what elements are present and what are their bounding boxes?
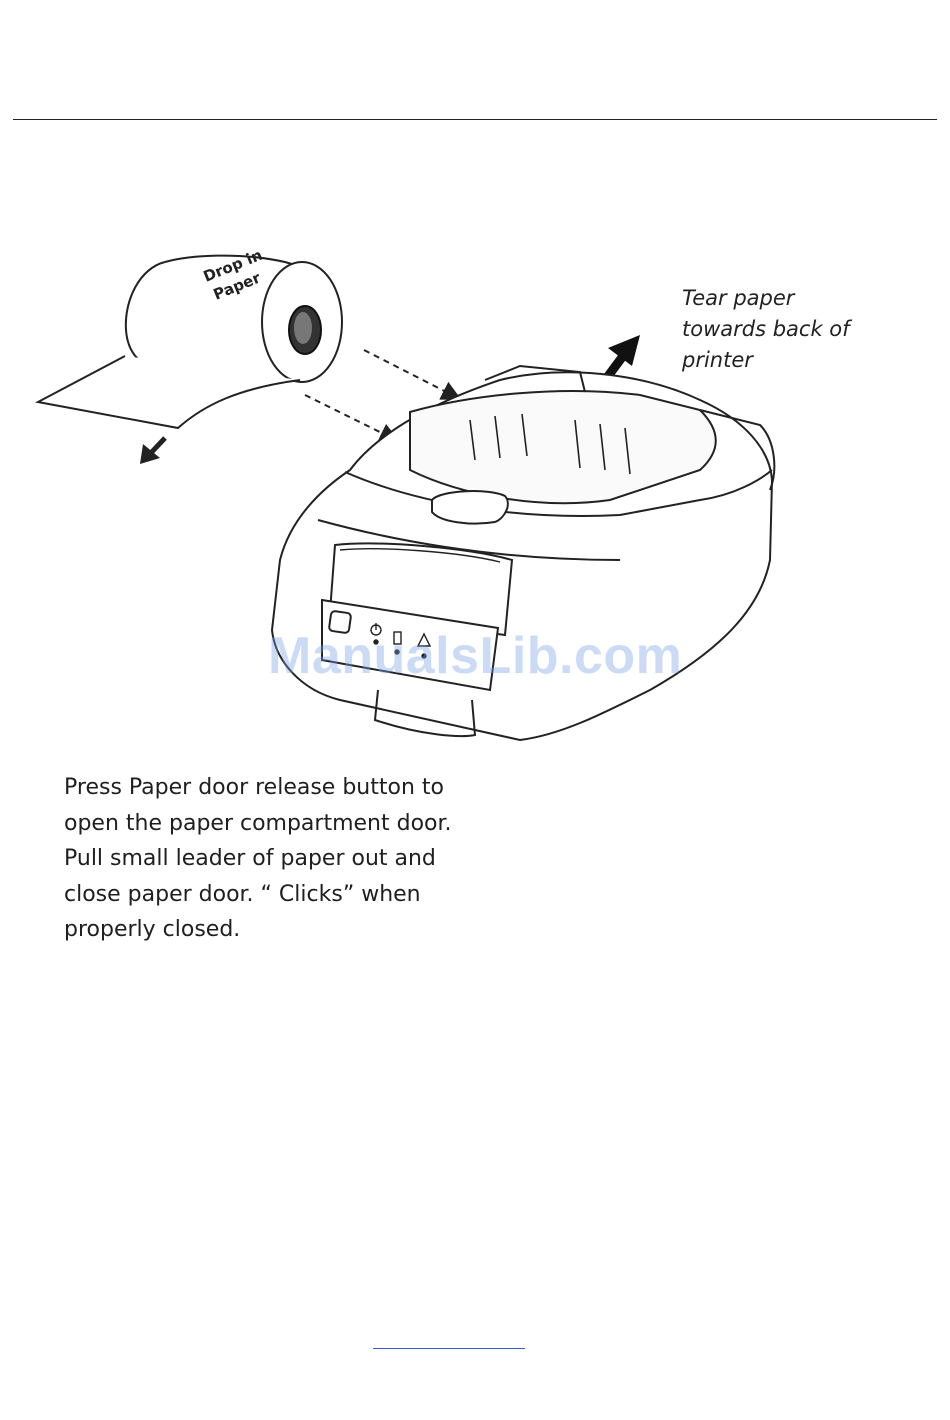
tear-caption-line: Tear paper	[682, 283, 922, 314]
instruction-line: close paper door. “ Clicks” when	[64, 877, 524, 913]
instructions-text: Press Paper door release button to open …	[64, 770, 524, 948]
instruction-line: properly closed.	[64, 912, 524, 948]
footer-link-underline[interactable]	[373, 1348, 525, 1349]
printer-paper-loading-illustration: Drop in Paper	[0, 180, 950, 760]
tear-caption-line: towards back of	[682, 314, 922, 345]
tear-paper-caption: Tear paper towards back of printer	[682, 283, 922, 376]
instruction-line: Pull small leader of paper out and	[64, 841, 524, 877]
instruction-line: open the paper compartment door.	[64, 806, 524, 842]
tear-caption-line: printer	[682, 345, 922, 376]
paper-roll	[38, 256, 342, 428]
roll-label: Drop in Paper	[201, 246, 265, 304]
pull-arrow	[140, 438, 165, 464]
printer	[272, 366, 774, 740]
header-rule	[13, 119, 937, 120]
instruction-line: Press Paper door release button to	[64, 770, 524, 806]
